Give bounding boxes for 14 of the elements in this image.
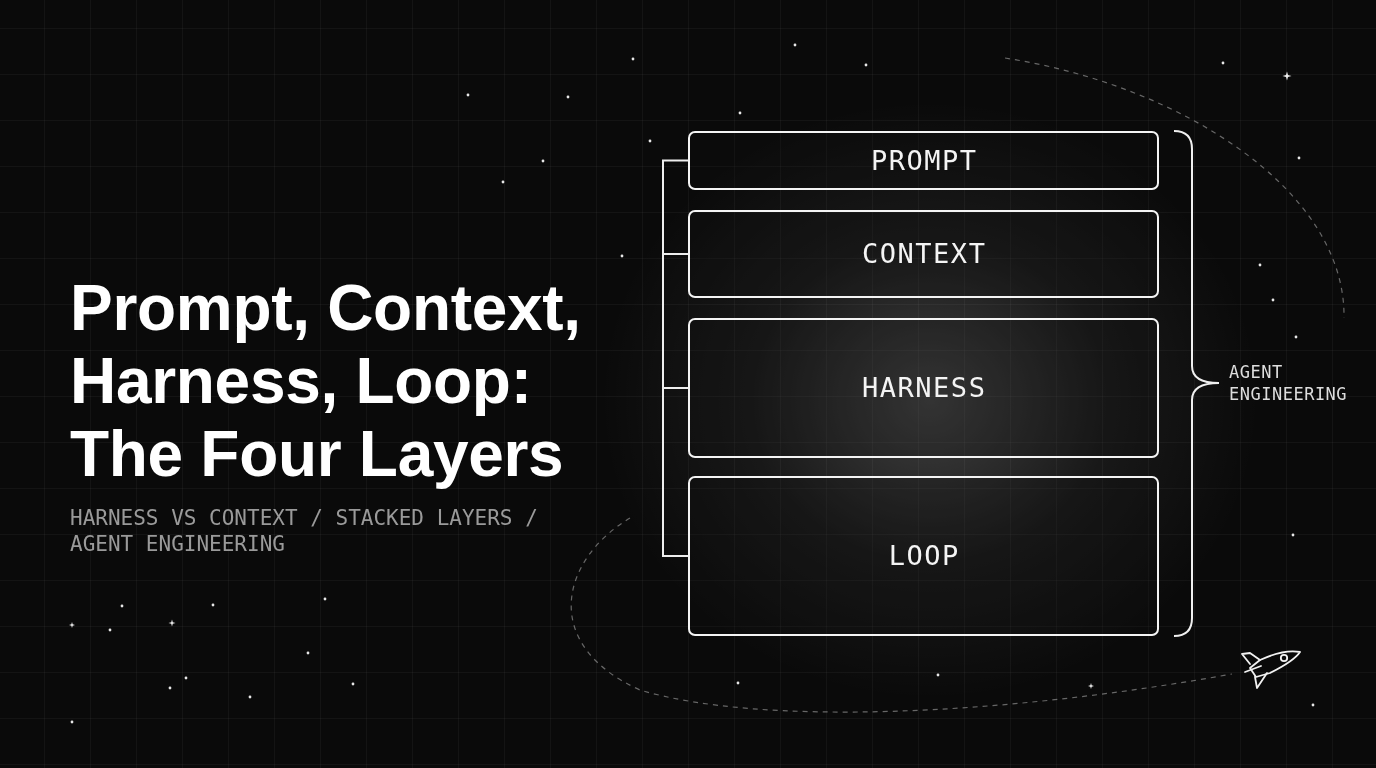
bracket-connector [662, 253, 689, 389]
layer-box [688, 210, 1159, 298]
bracket-connector [662, 387, 689, 557]
layer-box [688, 318, 1159, 458]
layer-box [688, 476, 1159, 636]
layer-label: PROMPT [869, 144, 978, 177]
layer-box [688, 131, 1159, 190]
subtitle: HARNESS VS CONTEXT / STACKED LAYERS / AGENT ENGINEERING [70, 505, 539, 557]
title: Prompt, Context, Harness, Loop: The Four Layers [70, 272, 582, 491]
brace-label: AGENT ENGINEERING [1229, 361, 1349, 405]
layer-label: HARNESS [861, 372, 987, 404]
layer-label: CONTEXT [861, 238, 987, 270]
layer-label: LOOP [887, 540, 960, 572]
bracket-connector [662, 159, 689, 255]
